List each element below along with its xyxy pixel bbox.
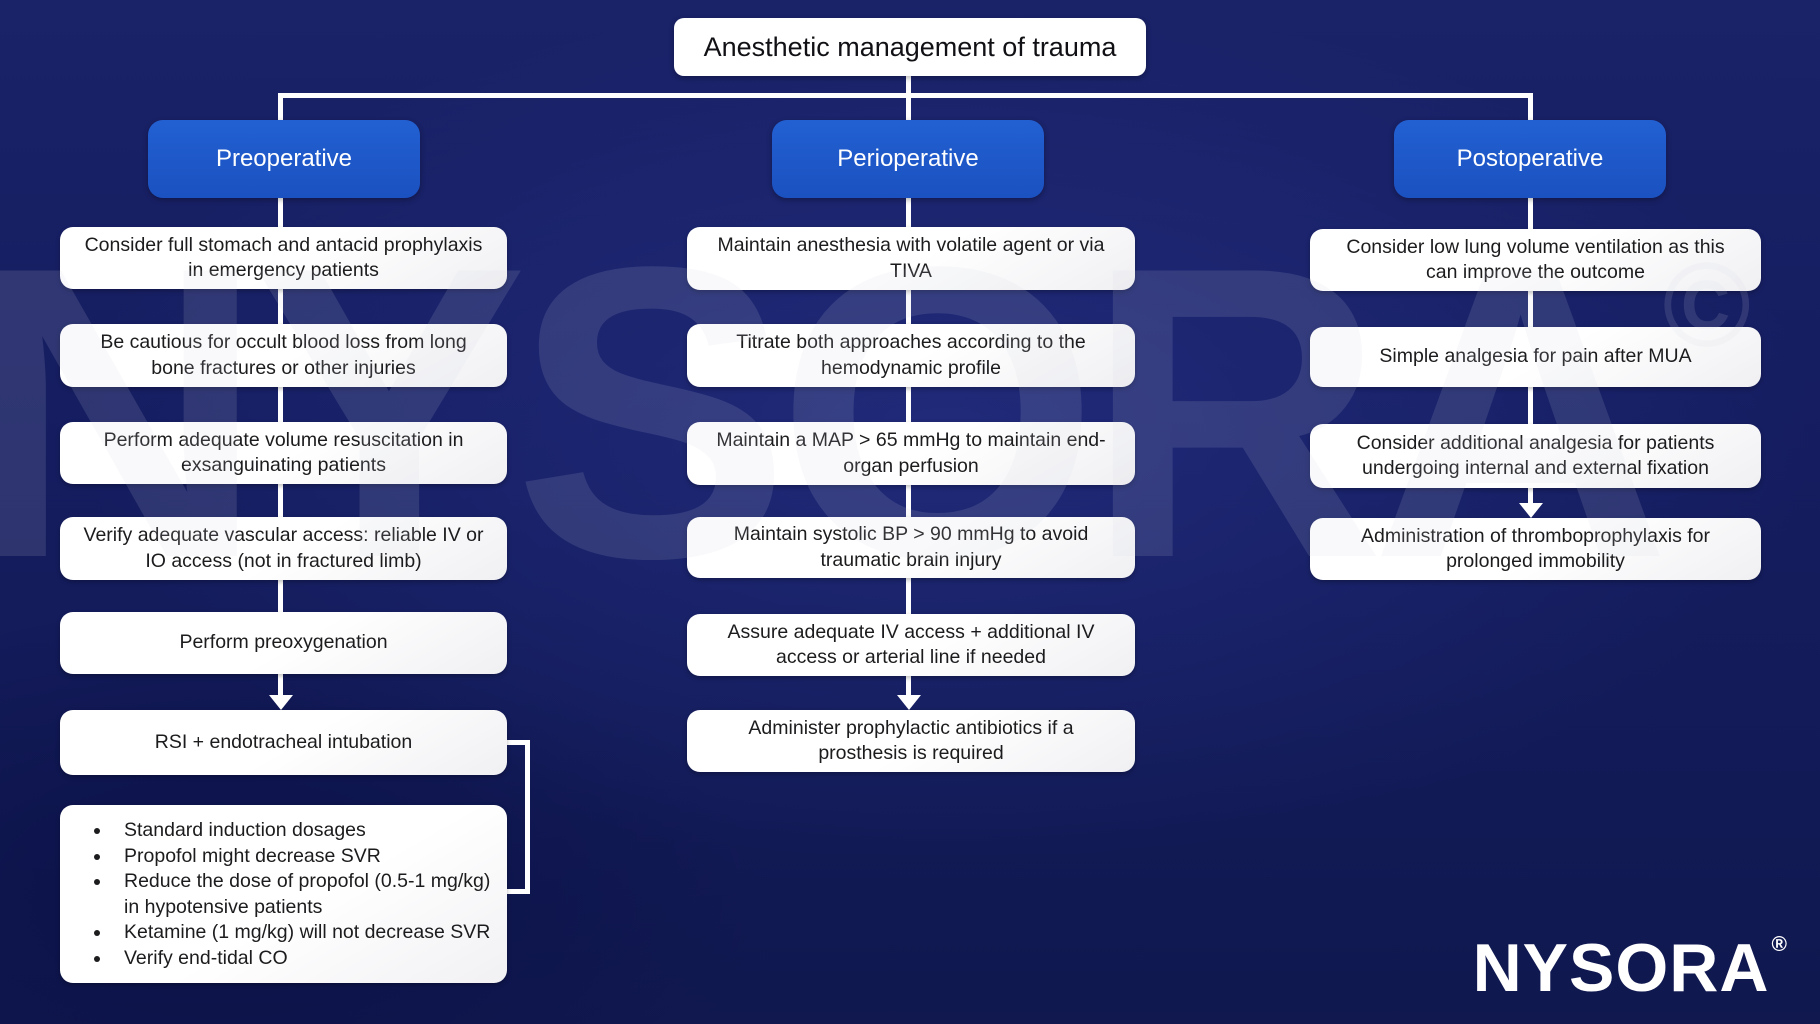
list-item: Reduce the dose of propofol (0.5-1 mg/kg… bbox=[112, 869, 493, 920]
connector-line bbox=[906, 74, 911, 96]
box-low-lung-volume-ventilation: Consider low lung volume ventilation as … bbox=[1310, 229, 1761, 291]
box-thromboprophylaxis: Administration of thromboprophylaxis for… bbox=[1310, 518, 1761, 580]
list-item: Ketamine (1 mg/kg) will not decrease SVR bbox=[112, 920, 493, 946]
list-item: Propofol might decrease SVR bbox=[112, 844, 493, 870]
box-systolic-bp-target: Maintain systolic BP > 90 mmHg to avoid … bbox=[687, 517, 1135, 578]
column-header-postoperative: Postoperative bbox=[1394, 120, 1666, 198]
connector-line bbox=[1528, 198, 1533, 229]
connector-line bbox=[278, 580, 283, 612]
connector-line bbox=[906, 578, 911, 614]
box-maintain-anesthesia: Maintain anesthesia with volatile agent … bbox=[687, 227, 1135, 290]
box-titrate-approaches: Titrate both approaches according to the… bbox=[687, 324, 1135, 387]
connector-line bbox=[906, 676, 911, 697]
box-map-target: Maintain a MAP > 65 mmHg to maintain end… bbox=[687, 422, 1135, 485]
connector-line bbox=[278, 674, 283, 697]
connector-line bbox=[278, 93, 1533, 98]
connector-line bbox=[906, 387, 911, 422]
connector-line bbox=[906, 485, 911, 517]
page-title: Anesthetic management of trauma bbox=[674, 18, 1146, 76]
box-additional-analgesia: Consider additional analgesia for patien… bbox=[1310, 424, 1761, 488]
bracket-connector bbox=[525, 740, 530, 894]
list-item: Verify end-tidal CO bbox=[112, 946, 493, 972]
nysora-logo: NYSORA® bbox=[1472, 930, 1788, 1006]
connector-line bbox=[1528, 387, 1533, 424]
connector-line bbox=[1528, 488, 1533, 505]
connector-line bbox=[906, 198, 911, 227]
connector-line bbox=[278, 198, 283, 227]
connector-arrowhead bbox=[1519, 503, 1543, 518]
list-item: Standard induction dosages bbox=[112, 818, 493, 844]
column-header-preoperative: Preoperative bbox=[148, 120, 420, 198]
induction-notes-list: Standard induction dosages Propofol migh… bbox=[60, 818, 493, 971]
box-simple-analgesia: Simple analgesia for pain after MUA bbox=[1310, 327, 1761, 387]
bracket-connector bbox=[503, 889, 530, 894]
connector-arrowhead bbox=[269, 695, 293, 710]
registered-mark: ® bbox=[1771, 933, 1788, 956]
box-preoxygenation: Perform preoxygenation bbox=[60, 612, 507, 674]
box-full-stomach-prophylaxis: Consider full stomach and antacid prophy… bbox=[60, 227, 507, 289]
connector-line bbox=[1528, 291, 1533, 327]
box-iv-access-arterial-line: Assure adequate IV access + additional I… bbox=[687, 614, 1135, 676]
bracket-connector bbox=[503, 740, 530, 745]
box-prophylactic-antibiotics: Administer prophylactic antibiotics if a… bbox=[687, 710, 1135, 772]
connector-line bbox=[906, 290, 911, 324]
box-vascular-access: Verify adequate vascular access: reliabl… bbox=[60, 517, 507, 580]
box-volume-resuscitation: Perform adequate volume resuscitation in… bbox=[60, 422, 507, 484]
connector-line bbox=[906, 93, 911, 124]
box-rsi-intubation: RSI + endotracheal intubation bbox=[60, 710, 507, 775]
connector-line bbox=[278, 387, 283, 422]
connector-line bbox=[1528, 93, 1533, 124]
box-induction-notes: Standard induction dosages Propofol migh… bbox=[60, 805, 507, 983]
box-occult-blood-loss: Be cautious for occult blood loss from l… bbox=[60, 324, 507, 387]
connector-arrowhead bbox=[897, 695, 921, 710]
connector-line bbox=[278, 484, 283, 517]
connector-line bbox=[278, 289, 283, 324]
connector-line bbox=[278, 93, 283, 124]
column-header-perioperative: Perioperative bbox=[772, 120, 1044, 198]
